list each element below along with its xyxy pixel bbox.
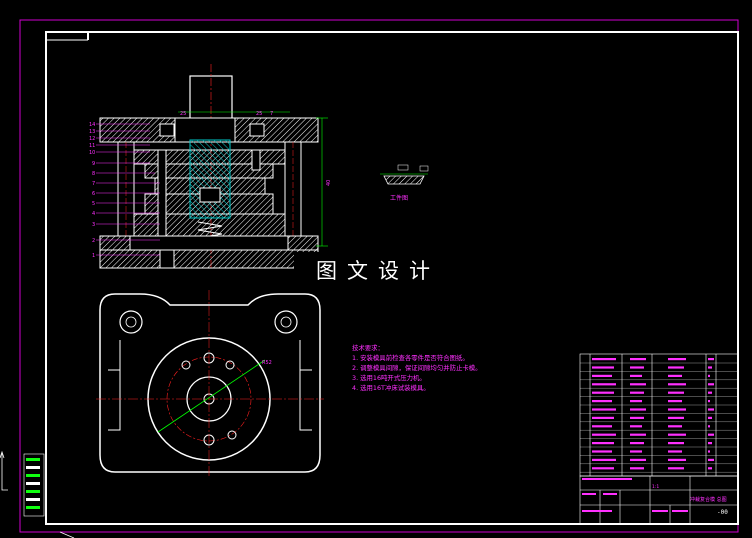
- svg-text:25: 25: [180, 111, 186, 117]
- parts-row-text-mark: [630, 374, 642, 377]
- parts-row-text-mark: [708, 467, 712, 470]
- parts-row-text-mark: [630, 433, 646, 436]
- note-line: 4. 选用16T冲床试装模具。: [352, 384, 430, 392]
- svg-text:2: 2: [92, 238, 95, 244]
- title-block-text-marks: [582, 478, 688, 512]
- workpiece-view-label: 工件图: [390, 195, 409, 202]
- left-legend-table: [23, 453, 45, 517]
- title-block: [579, 475, 739, 525]
- parts-row-text-mark: [668, 425, 682, 428]
- svg-text:14: 14: [89, 122, 95, 128]
- svg-text:12: 12: [89, 136, 95, 142]
- drawing-frame: [45, 31, 739, 525]
- svg-text:8: 8: [92, 171, 95, 177]
- parts-row-text-mark: [592, 391, 614, 394]
- radius-dimension: R52: [262, 360, 272, 366]
- parts-row-text-mark: [708, 383, 714, 386]
- parts-row-text-mark: [668, 400, 682, 403]
- notes-title: 技术要求：: [352, 344, 384, 352]
- svg-text:1: 1: [92, 253, 95, 259]
- parts-row-text-mark: [668, 374, 682, 377]
- svg-text:25: 25: [256, 111, 262, 117]
- parts-row-text-mark: [668, 383, 686, 386]
- svg-text:10: 10: [89, 150, 95, 156]
- parts-row-text-mark: [708, 425, 710, 428]
- parts-row-text-mark: [668, 391, 684, 394]
- parts-row-text-mark: [592, 383, 616, 386]
- parts-row-text-mark: [592, 400, 612, 403]
- parts-row-text-mark: [630, 425, 642, 428]
- parts-row-text-mark: [668, 366, 684, 369]
- front-section-view: [96, 64, 328, 270]
- parts-row-text-mark: [630, 442, 644, 445]
- parts-row-text-mark: [592, 408, 616, 411]
- parts-row-text-mark: [708, 358, 714, 361]
- parts-row-text-mark: [592, 458, 616, 461]
- parts-row-text-mark: [592, 442, 614, 445]
- svg-text:4: 4: [92, 211, 95, 217]
- title-block-drawing-number: -00: [717, 509, 728, 516]
- parts-row-text-mark: [630, 383, 646, 386]
- watermark-label: 图文设计: [294, 252, 464, 290]
- workpiece-view: [380, 164, 429, 185]
- parts-list-table: [579, 353, 739, 477]
- svg-text:11: 11: [89, 143, 95, 149]
- parts-row-text-mark: [630, 416, 644, 419]
- parts-row-text-mark: [630, 391, 644, 394]
- title-block-drawing-title: 冲裁复合模 总图: [690, 497, 727, 503]
- svg-text:40: 40: [326, 180, 332, 186]
- parts-row-text-mark: [630, 467, 644, 470]
- parts-row-text-mark: [708, 400, 710, 403]
- note-line: 3. 选用16吨开式压力机。: [352, 374, 426, 382]
- parts-row-text-mark: [708, 408, 714, 411]
- parts-row-text-mark: [630, 408, 646, 411]
- parts-row-text-mark: [708, 450, 710, 453]
- svg-text:5: 5: [92, 201, 95, 207]
- note-line: 1. 安装模具前检查各零件是否符合图纸。: [352, 354, 469, 362]
- parts-row-text-mark: [668, 358, 686, 361]
- technical-requirements: 技术要求： 1. 安装模具前检查各零件是否符合图纸。 2. 调整模具间隙，保证间…: [352, 343, 482, 393]
- parts-row-text-mark: [668, 416, 684, 419]
- parts-row-text-mark: [630, 400, 642, 403]
- parts-row-text-mark: [592, 374, 612, 377]
- svg-text:7: 7: [92, 181, 95, 187]
- parts-row-text-mark: [592, 450, 612, 453]
- title-block-scale: 1:1: [652, 485, 660, 490]
- parts-row-text-mark: [592, 425, 612, 428]
- parts-row-text-mark: [668, 458, 686, 461]
- svg-text:6: 6: [92, 191, 95, 197]
- parts-row-text-mark: [592, 358, 616, 361]
- parts-row-text-mark: [668, 433, 686, 436]
- parts-row-text-mark: [630, 450, 642, 453]
- svg-text:3: 3: [92, 222, 95, 228]
- svg-text:9: 9: [92, 161, 95, 167]
- parts-list-rows: [580, 358, 738, 473]
- note-line: 2. 调整模具间隙，保证间隙均匀并防止卡模。: [352, 364, 482, 372]
- parts-row-text-mark: [668, 442, 684, 445]
- parts-row-text-mark: [630, 458, 646, 461]
- parts-row-text-mark: [708, 442, 712, 445]
- parts-row-text-mark: [630, 366, 644, 369]
- parts-row-text-mark: [592, 433, 616, 436]
- parts-row-text-mark: [668, 467, 684, 470]
- parts-row-text-mark: [668, 408, 686, 411]
- parts-row-text-mark: [592, 416, 614, 419]
- parts-row-text-mark: [708, 391, 712, 394]
- parts-row-text-mark: [592, 467, 614, 470]
- dimension-labels: 40 25 25 7: [180, 111, 332, 186]
- parts-row-text-mark: [708, 433, 714, 436]
- parts-row-text-mark: [708, 374, 710, 377]
- top-view: [96, 290, 324, 476]
- svg-text:13: 13: [89, 129, 95, 135]
- parts-row-text-mark: [708, 366, 712, 369]
- parts-row-text-mark: [592, 366, 614, 369]
- parts-row-text-mark: [708, 416, 712, 419]
- svg-text:7: 7: [270, 111, 273, 117]
- ucs-axis-icon: [0, 450, 75, 538]
- parts-row-text-mark: [668, 450, 682, 453]
- parts-row-text-mark: [630, 358, 646, 361]
- parts-row-text-mark: [708, 458, 714, 461]
